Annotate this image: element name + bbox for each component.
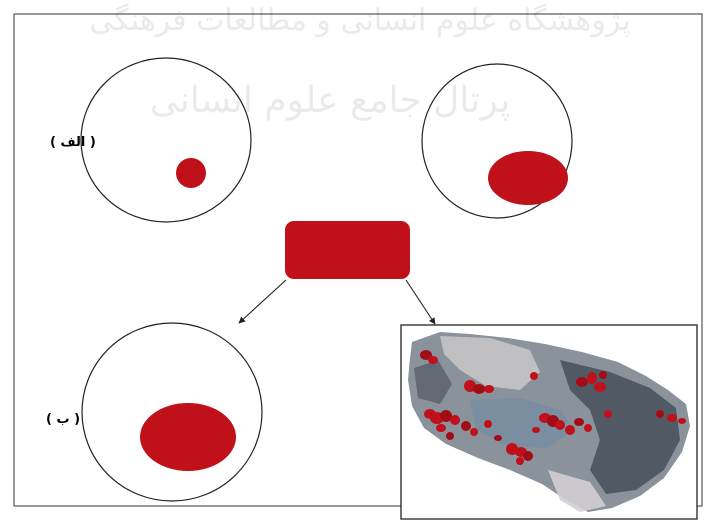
red-grain-spot bbox=[484, 420, 492, 428]
red-grain-spot bbox=[565, 425, 575, 435]
red-grain-spot bbox=[576, 377, 588, 387]
red-grain-spot bbox=[584, 424, 592, 432]
red-grain-spot bbox=[484, 385, 494, 393]
red-grain-spot bbox=[656, 410, 664, 418]
red-grain-spot bbox=[667, 414, 677, 422]
red-grain-spot bbox=[516, 457, 524, 465]
label-alef: ( الف ) bbox=[50, 135, 96, 150]
red-grain-spot bbox=[446, 432, 454, 440]
red-grain-spot bbox=[523, 451, 533, 461]
arrow-to-circle-be bbox=[239, 280, 286, 323]
red-grain-spot bbox=[555, 420, 565, 430]
medium-blob-top-right bbox=[488, 151, 568, 205]
watermark-line-1: پژوهشگاه علوم انسانی و مطالعات فرهنگی bbox=[89, 3, 631, 38]
red-grain-spot bbox=[599, 371, 607, 379]
red-grain-spot bbox=[473, 384, 485, 394]
rock-photo bbox=[401, 325, 697, 519]
red-grain-spot bbox=[678, 418, 686, 424]
red-grain-spot bbox=[594, 382, 606, 392]
red-grain-spot bbox=[461, 421, 471, 431]
red-grain-spot bbox=[587, 372, 597, 384]
red-grain-spot bbox=[574, 418, 584, 426]
watermark-line-2: پرتال جامع علوم انسانی bbox=[150, 80, 510, 121]
large-blob-be bbox=[140, 403, 236, 471]
label-be: ( ب ) bbox=[46, 412, 80, 427]
red-grain-spot bbox=[436, 424, 446, 432]
arrow-to-rock-photo bbox=[406, 280, 435, 324]
red-grain-spot bbox=[532, 427, 540, 433]
red-grain-spot bbox=[450, 415, 460, 425]
small-blob-alef bbox=[176, 158, 206, 188]
red-grain-spot bbox=[470, 428, 478, 436]
red-grain-spot bbox=[604, 410, 612, 418]
red-grain-spot bbox=[494, 435, 502, 441]
red-grain-spot bbox=[530, 372, 538, 380]
red-grain-spot bbox=[428, 356, 438, 364]
central-rectangle bbox=[285, 221, 410, 279]
